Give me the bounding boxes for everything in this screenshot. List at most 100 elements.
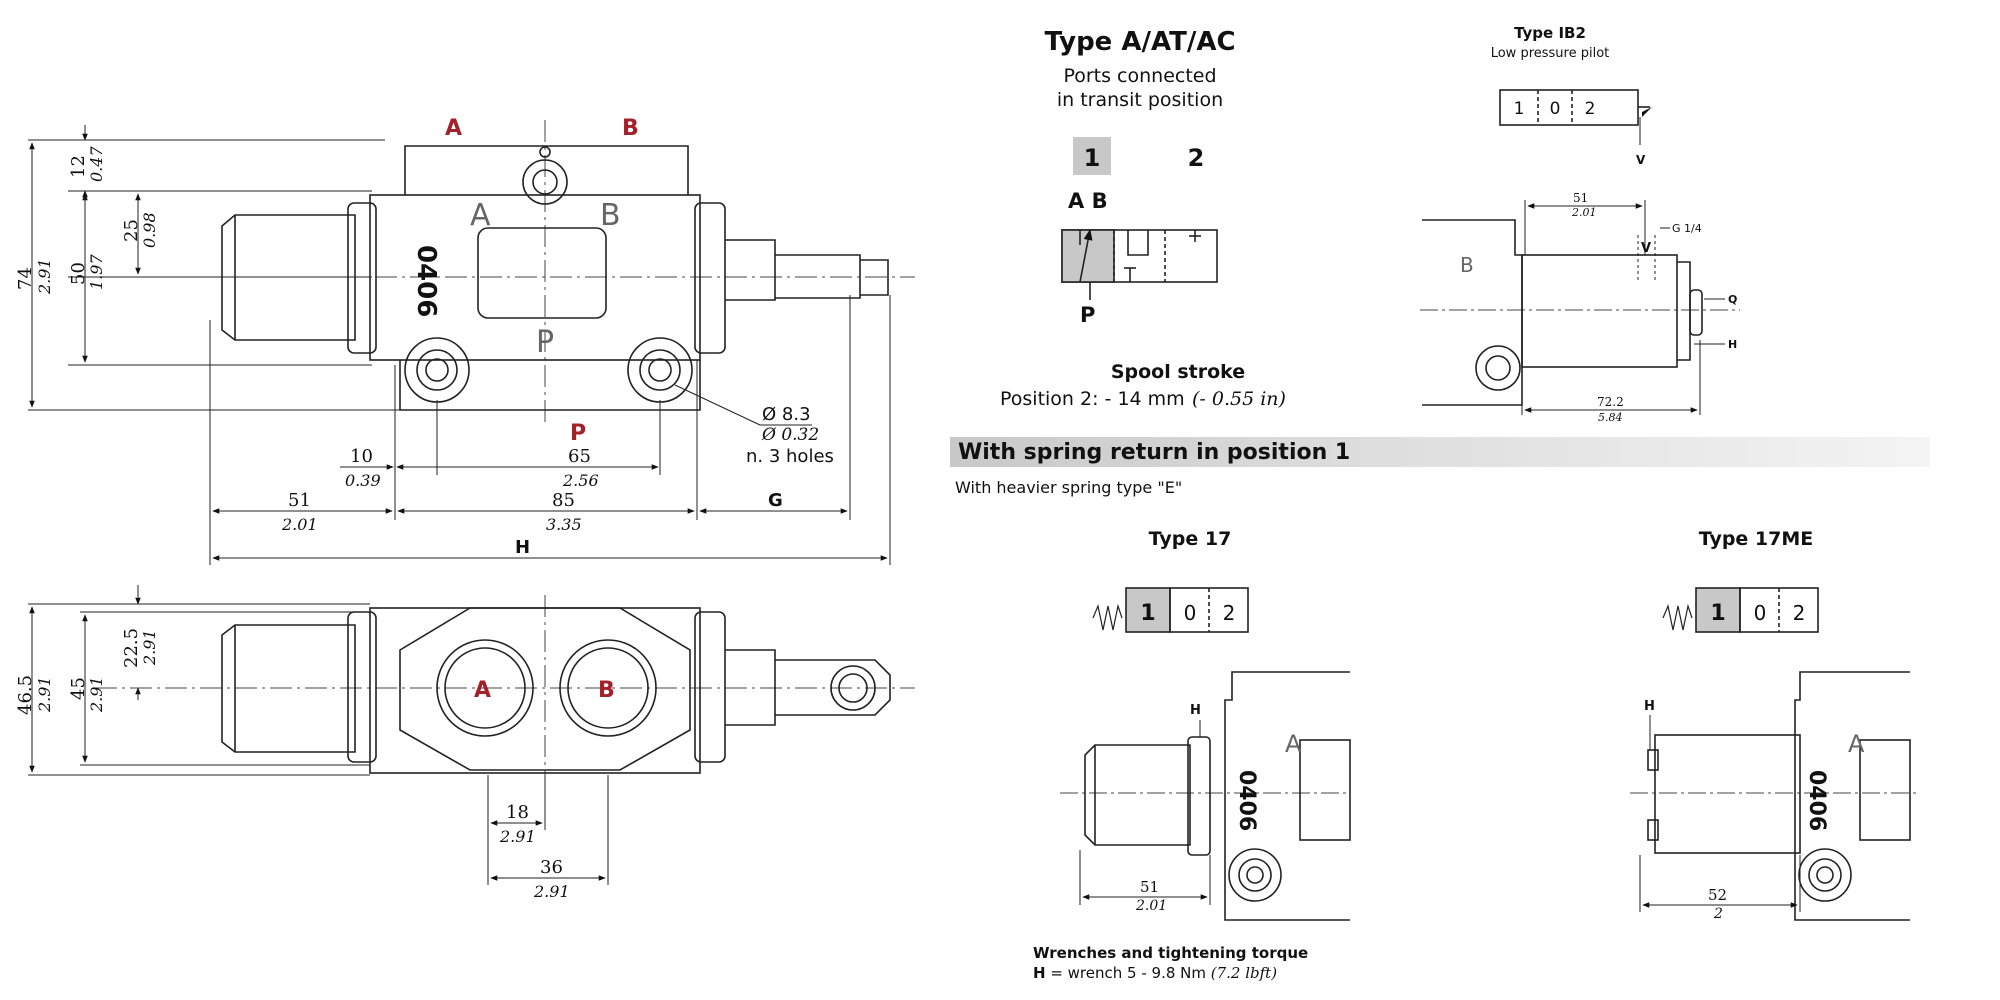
body-a-letter: A — [470, 198, 491, 233]
dim-45: 45 — [68, 677, 89, 700]
body-p-letter: P — [536, 325, 554, 360]
type-17me-a: A — [1848, 730, 1865, 758]
dim-25-in: 0.98 — [140, 212, 159, 248]
type-a-title: Type A/AT/AC — [1044, 27, 1235, 57]
hole-dia-in: Ø 0.32 — [761, 425, 819, 445]
port-a-label: A — [445, 116, 462, 141]
dim-85-in: 3.35 — [546, 515, 582, 534]
dim-22-5: 22.5 — [121, 628, 142, 668]
body-stamp: 0406 — [411, 245, 441, 317]
body-b-letter: B — [600, 198, 621, 233]
dim-h: H — [515, 537, 530, 558]
ib2-b: B — [1460, 253, 1474, 277]
dim-36: 36 — [540, 857, 563, 878]
main-valve-bottom-view — [28, 585, 915, 885]
dim-18: 18 — [506, 802, 529, 823]
type-ib2-cell-0: 0 — [1550, 99, 1561, 119]
type-17-stamp: 0406 — [1234, 770, 1259, 831]
bottom-port-b-label: B — [598, 678, 615, 703]
type-17me-symbol — [1662, 587, 1819, 633]
spool-stroke-text: Position 2: - 14 mm — [1000, 388, 1185, 410]
type-a-pos2: 2 — [1188, 144, 1205, 172]
type-17me-cell-2: 2 — [1793, 601, 1806, 625]
type-a-spool-symbol — [1061, 137, 1218, 300]
wrench-line: H = wrench 5 - 9.8 Nm (7.2 lbft) — [1033, 964, 1277, 982]
port-b-label: B — [622, 116, 639, 141]
ib2-dim-72-in: 5.84 — [1598, 411, 1623, 424]
type-17-cell-2: 2 — [1223, 601, 1236, 625]
hole-dia-mm: Ø 8.3 — [762, 404, 811, 425]
dim-51: 51 — [288, 490, 311, 511]
dim-46-5-in: 2.91 — [35, 676, 54, 713]
wrench-imperial: (7.2 lbft) — [1211, 964, 1277, 982]
dim-74-in: 2.91 — [35, 258, 54, 295]
dim-85: 85 — [552, 490, 575, 511]
dim-45-in: 2.91 — [87, 676, 106, 713]
dim-51-in: 2.01 — [281, 515, 318, 534]
dim-74: 74 — [15, 267, 36, 290]
ib2-q: Q — [1728, 293, 1737, 306]
type-17me-cell-1: 1 — [1710, 601, 1725, 626]
ib2-dim-72: 72.2 — [1597, 395, 1624, 409]
type-a-line2: in transit position — [1057, 89, 1223, 111]
dim-22-5-in: 2.91 — [140, 629, 159, 666]
wrench-h-label: H — [1033, 964, 1046, 982]
type-17me-dim-52: 52 — [1708, 886, 1727, 904]
type-ib2-v-label: V — [1636, 153, 1646, 167]
dim-46-5: 46.5 — [15, 675, 36, 715]
type-ib2-title: Type IB2 — [1514, 24, 1586, 42]
dim-18-in: 2.91 — [499, 827, 536, 846]
type-17-a: A — [1285, 730, 1302, 758]
dim-12: 12 — [68, 155, 89, 178]
dim-g: G — [768, 490, 783, 511]
dim-50-in: 1.97 — [87, 254, 106, 290]
type-17-h: H — [1190, 703, 1201, 718]
dim-12-in: 0.47 — [87, 146, 106, 182]
type-a-pos1: 1 — [1084, 144, 1101, 172]
type-17me-stamp: 0406 — [1804, 770, 1829, 831]
type-a-ports-top: A B — [1068, 189, 1108, 213]
spring-note: With heavier spring type "E" — [955, 478, 1182, 497]
dim-65: 65 — [568, 446, 591, 467]
type-17-cell-0: 0 — [1184, 601, 1197, 625]
spring-return-header: With spring return in position 1 — [958, 440, 1351, 465]
dim-50: 50 — [68, 262, 89, 285]
ib2-h: H — [1728, 338, 1737, 351]
spool-stroke-title: Spool stroke — [1111, 361, 1245, 383]
type-ib2-cell-1: 1 — [1514, 99, 1525, 119]
type-17me-cell-0: 0 — [1754, 601, 1767, 625]
type-a-line1: Ports connected — [1063, 65, 1216, 87]
ib2-dim-51: 51 — [1573, 191, 1588, 205]
type-a-port-p: P — [1080, 303, 1095, 327]
wrench-title: Wrenches and tightening torque — [1033, 944, 1308, 962]
type-17-dim-51: 51 — [1140, 878, 1159, 896]
ib2-v: V — [1641, 241, 1651, 256]
ib2-g14: G 1/4 — [1672, 222, 1702, 235]
type-17me-h: H — [1644, 699, 1655, 714]
dim-25: 25 — [121, 219, 142, 242]
ib2-dim-51-in: 2.01 — [1571, 206, 1597, 219]
type-ib2-cell-2: 2 — [1585, 99, 1596, 119]
type-17me-title: Type 17ME — [1699, 528, 1814, 550]
type-ib2-drawing — [1420, 200, 1740, 415]
type-17-drawing — [1060, 671, 1351, 921]
spool-stroke-in: (- 0.55 in) — [1192, 388, 1286, 410]
dim-36-in: 2.91 — [533, 882, 570, 901]
type-17-cell-1: 1 — [1140, 601, 1155, 626]
type-17-title: Type 17 — [1149, 528, 1232, 550]
main-valve-top-view — [28, 120, 915, 565]
type-ib2-symbol — [1499, 89, 1652, 145]
type-17me-drawing — [1630, 671, 1920, 921]
port-p-label: P — [570, 421, 586, 446]
wrench-text: = wrench 5 - 9.8 Nm — [1046, 964, 1211, 982]
hole-count: n. 3 holes — [746, 446, 834, 467]
dim-10-in: 0.39 — [345, 471, 381, 490]
type-17-symbol — [1092, 587, 1249, 633]
type-17me-dim-52-in: 2 — [1713, 906, 1723, 922]
type-ib2-subtitle: Low pressure pilot — [1491, 46, 1610, 61]
spring-return-header-bar: With spring return in position 1 — [950, 437, 1930, 467]
dim-10: 10 — [350, 446, 373, 467]
bottom-port-a-label: A — [474, 678, 491, 703]
